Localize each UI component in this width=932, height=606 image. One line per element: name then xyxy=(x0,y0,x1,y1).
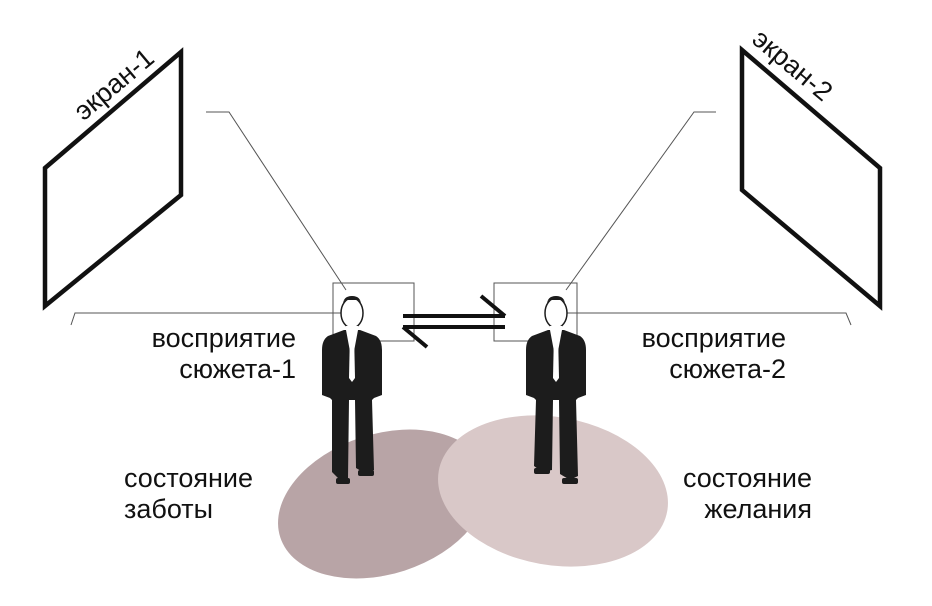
perception-label-2: восприятие сюжета-2 xyxy=(642,323,786,385)
state-label-desire: состояние желания xyxy=(683,463,812,525)
floor-line-left xyxy=(70,312,358,326)
perception-label-1-line1: восприятие xyxy=(151,323,296,353)
view-line-left xyxy=(206,111,347,291)
floor-line-right xyxy=(553,312,852,326)
person-1 xyxy=(322,296,382,484)
state-label-desire-line1: состояние xyxy=(682,463,812,493)
perception-label-1-line2: сюжета-1 xyxy=(179,354,296,384)
state-label-care-line1: состояние xyxy=(124,463,254,493)
screen-2 xyxy=(739,45,883,311)
perception-label-1: восприятие сюжета-1 xyxy=(152,323,296,385)
view-line-right xyxy=(565,111,716,291)
exchange-arrows xyxy=(401,294,507,349)
person-2 xyxy=(526,296,586,484)
perception-label-2-line2: сюжета-2 xyxy=(669,354,786,384)
state-ellipse-care xyxy=(278,429,488,579)
state-ellipse-desire xyxy=(438,415,668,567)
state-label-care-line2: заботы xyxy=(124,494,214,524)
perception-label-2-line1: восприятие xyxy=(641,323,786,353)
state-label-desire-line2: желания xyxy=(704,494,812,524)
state-label-care: состояние заботы xyxy=(124,463,253,525)
screen-1 xyxy=(42,47,184,311)
